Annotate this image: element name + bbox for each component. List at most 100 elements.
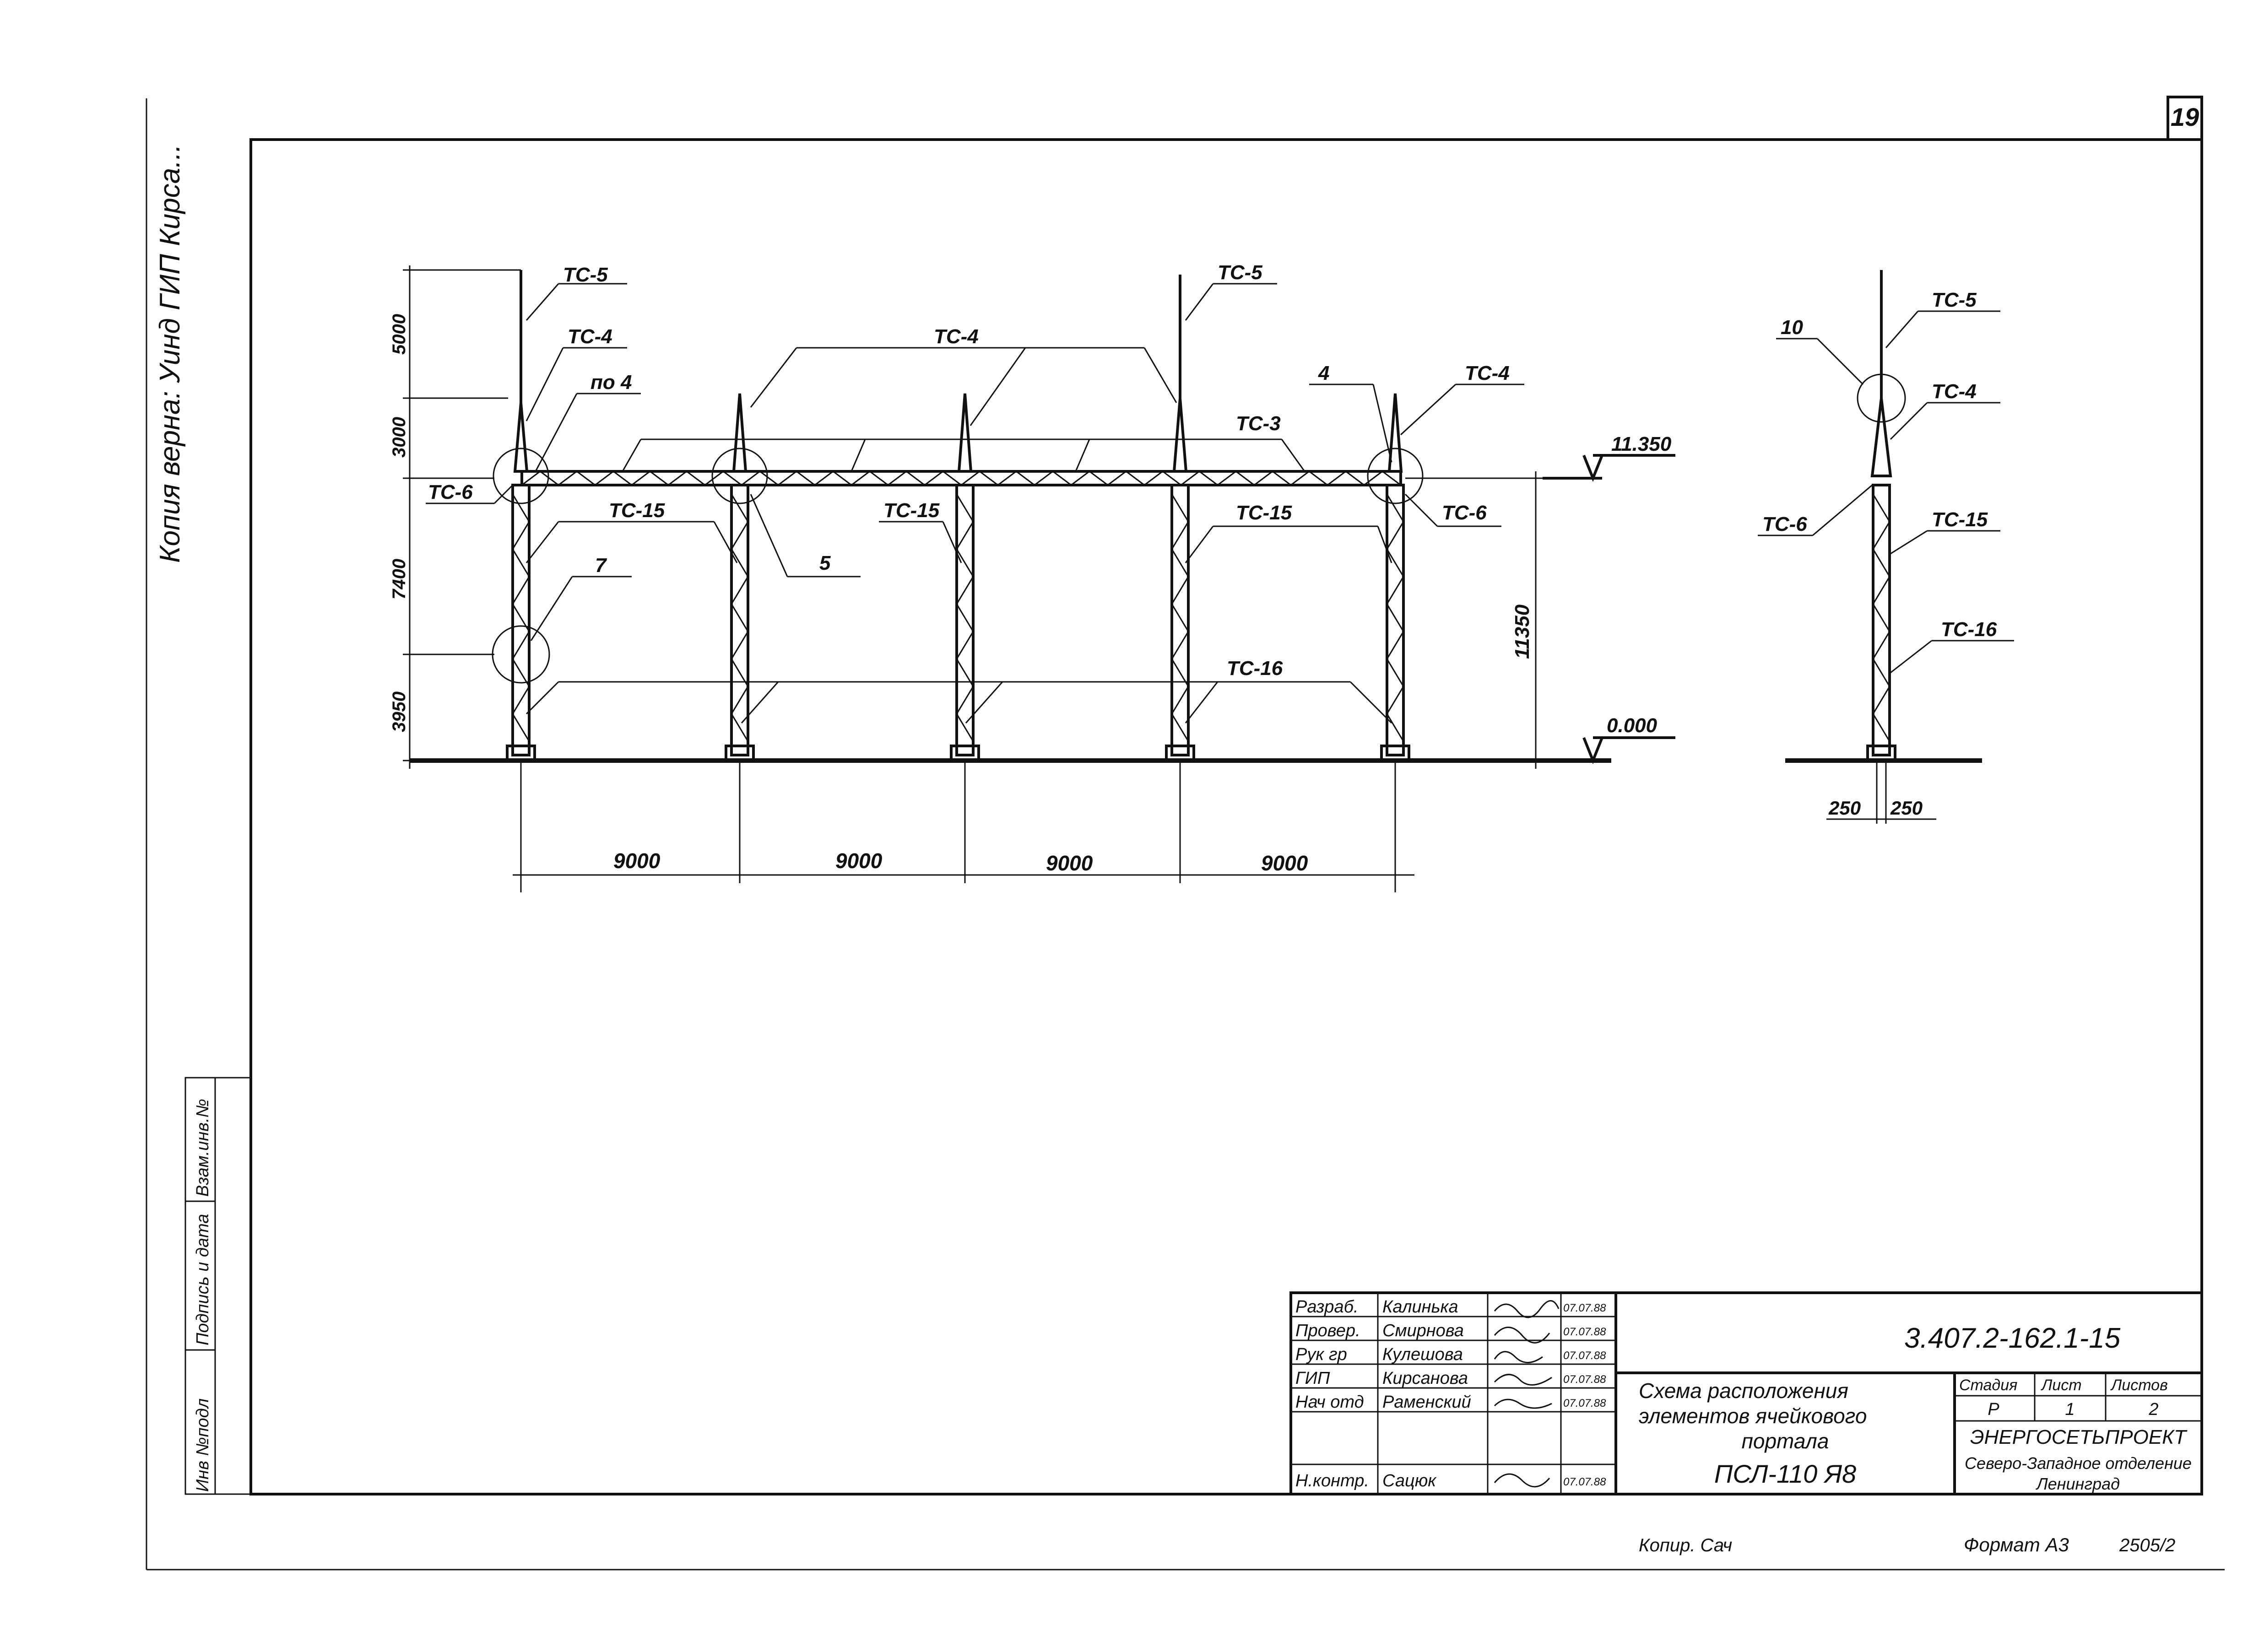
name-7: Сацюк [1382, 1471, 1437, 1490]
dim-11350: 11350 [1511, 604, 1533, 659]
date-3: 07.07.88 [1563, 1350, 1606, 1362]
date-7: 07.07.88 [1563, 1476, 1606, 1488]
role-7: Н.контр. [1295, 1471, 1369, 1490]
date-5: 07.07.88 [1563, 1397, 1606, 1409]
front-view: ТС-5 ТС-4 по 4 ТС-4 ТС-5 4 ТС-4 ТС-3 ТС-… [389, 261, 1675, 892]
elevation-marks [1543, 454, 1675, 765]
label-po4: по 4 [590, 371, 632, 394]
date-4: 07.07.88 [1563, 1373, 1606, 1386]
side-label-tc4: ТС-4 [1932, 380, 1977, 403]
column-4 [1165, 275, 1195, 761]
footer-copied: Копир. Сач [1639, 1535, 1732, 1555]
span-3: 9000 [1046, 851, 1093, 875]
column-2 [725, 393, 755, 761]
role-2: Провер. [1295, 1321, 1360, 1340]
role-3: Рук гр [1295, 1345, 1347, 1364]
detail-circle-left-top [493, 448, 549, 504]
side-view: 10 ТС-5 ТС-4 ТС-6 ТС-15 ТС-16 250 250 [1758, 270, 2014, 824]
side-label-tc15: ТС-15 [1932, 508, 1988, 531]
label-tc3: ТС-3 [1236, 412, 1281, 435]
org-line-2: Северо-Западное отделение [1965, 1454, 2192, 1473]
label-tc15-c: ТС-15 [1236, 502, 1292, 524]
sheets-value: 2 [2148, 1400, 2158, 1419]
column-3 [950, 393, 980, 761]
column-1 [506, 270, 536, 761]
beam-lacing [521, 470, 1401, 486]
label-tc16: ТС-16 [1227, 657, 1283, 680]
stage-value: Р [1988, 1400, 1999, 1419]
side-leaders [1758, 310, 2014, 824]
detail-circle-7 [492, 625, 550, 684]
name-3: Кулешова [1382, 1345, 1463, 1364]
label-tc6-left: ТС-6 [428, 481, 473, 503]
date-1: 07.07.88 [1563, 1302, 1606, 1314]
left-dimension-chain [403, 265, 521, 769]
label-num4: 4 [1318, 362, 1329, 384]
label-tc4-mid: ТС-4 [934, 325, 979, 348]
strip-swap-label: Взам.инв.№ [193, 1099, 212, 1197]
sheet-number-box [2167, 96, 2203, 141]
title-line-3: портала [1742, 1429, 1829, 1453]
org-line-3: Ленинград [2036, 1474, 2120, 1493]
label-tc4-left: ТС-4 [568, 325, 612, 348]
signatures [1494, 1300, 1560, 1488]
side-label-tc5: ТС-5 [1932, 289, 1977, 311]
side-label-tc16: ТС-16 [1941, 618, 1997, 641]
left-strip: Инв №подл Подпись и дата Взам.инв.№ [184, 1077, 252, 1495]
strip-sign-label: Подпись и дата [193, 1214, 212, 1345]
detail-circle-4 [1367, 448, 1424, 504]
dim-7400: 7400 [389, 559, 409, 599]
leader-lines [426, 283, 1524, 724]
span-dimension-chain [513, 761, 1414, 892]
footer-number: 2505/2 [2119, 1535, 2175, 1555]
detail-circle-5 [711, 448, 768, 504]
date-2: 07.07.88 [1563, 1326, 1606, 1338]
title-block [1289, 1291, 2203, 1495]
elev-top: 11.350 [1611, 433, 1672, 455]
title-line-4: ПСЛ-110 Я8 [1714, 1459, 1856, 1488]
side-dim-right: 250 [1890, 797, 1923, 819]
dim-3000: 3000 [389, 417, 409, 458]
name-2: Смирнова [1382, 1321, 1464, 1340]
doc-code: 3.407.2-162.1-15 [1904, 1323, 2121, 1354]
label-tc15-a: ТС-15 [609, 499, 665, 522]
label-tc4-right: ТС-4 [1465, 362, 1510, 384]
main-frame [249, 138, 2203, 1495]
side-label-num10: 10 [1781, 316, 1803, 339]
sheet-header: Лист [2041, 1377, 2082, 1394]
role-5: Нач отд [1295, 1393, 1364, 1412]
role-4: ГИП [1295, 1369, 1330, 1388]
strip-inv-label: Инв №подл [193, 1398, 212, 1492]
label-tc6-right: ТС-6 [1442, 502, 1487, 524]
sheet-number: 19 [2171, 103, 2199, 131]
height-dimension [1405, 471, 1543, 769]
role-1: Разраб. [1295, 1297, 1359, 1317]
org-line-1: ЭНЕРГОСЕТЬПРОЕКТ [1970, 1426, 2188, 1448]
elev-zero: 0.000 [1607, 714, 1658, 737]
label-tc15-b: ТС-15 [883, 499, 940, 522]
span-4: 9000 [1261, 851, 1308, 875]
label-tc5-mid: ТС-5 [1218, 261, 1262, 284]
span-2: 9000 [835, 849, 883, 873]
detail-circle-10 [1857, 373, 1906, 423]
sheet-value: 1 [2065, 1400, 2075, 1419]
title-line-2: элементов ячейкового [1639, 1404, 1867, 1428]
span-1: 9000 [613, 849, 661, 873]
side-dim-left: 250 [1828, 797, 1861, 819]
stage-header: Стадия [1959, 1377, 2017, 1394]
title-line-1: Схема расположения [1639, 1379, 1848, 1403]
label-tc5-left: ТС-5 [563, 264, 608, 286]
side-label-tc6: ТС-6 [1762, 513, 1807, 535]
footer-format: Формат А3 [1964, 1534, 2069, 1555]
dim-3950: 3950 [389, 691, 409, 732]
label-num5: 5 [819, 552, 831, 574]
dim-5000: 5000 [389, 314, 409, 355]
name-4: Кирсанова [1382, 1369, 1468, 1388]
sheets-header: Листов [2110, 1377, 2168, 1394]
column-5 [1380, 393, 1410, 761]
side-note: Копия верна: Уинд ГИП Кирса... [154, 144, 186, 563]
name-5: Раменский [1382, 1393, 1471, 1412]
label-num7: 7 [595, 554, 607, 577]
name-1: Калинька [1382, 1297, 1458, 1317]
